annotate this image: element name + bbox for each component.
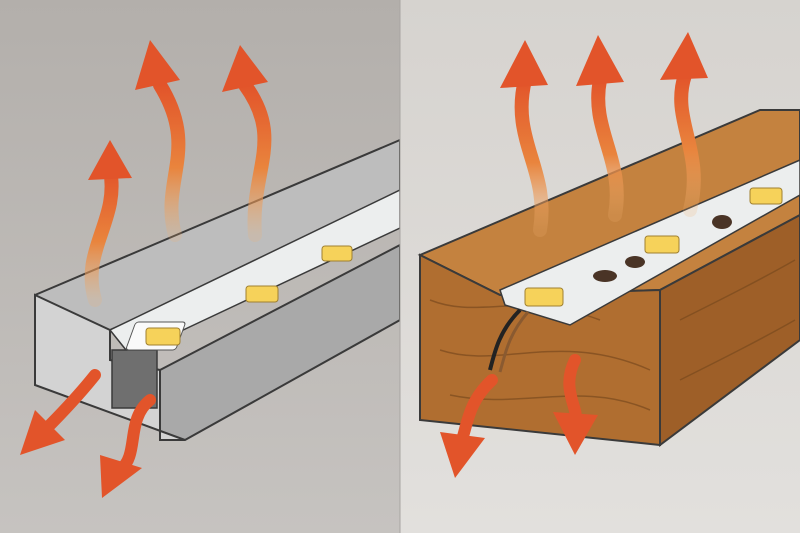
heat-arrow-icon <box>440 32 708 478</box>
wood-panel <box>400 0 800 533</box>
heat-arrow-icon <box>20 40 272 498</box>
scorch-marks <box>593 215 732 282</box>
aluminum-panel <box>0 0 401 533</box>
led-chip-icon <box>125 245 353 351</box>
led-chip-icon <box>524 187 783 307</box>
